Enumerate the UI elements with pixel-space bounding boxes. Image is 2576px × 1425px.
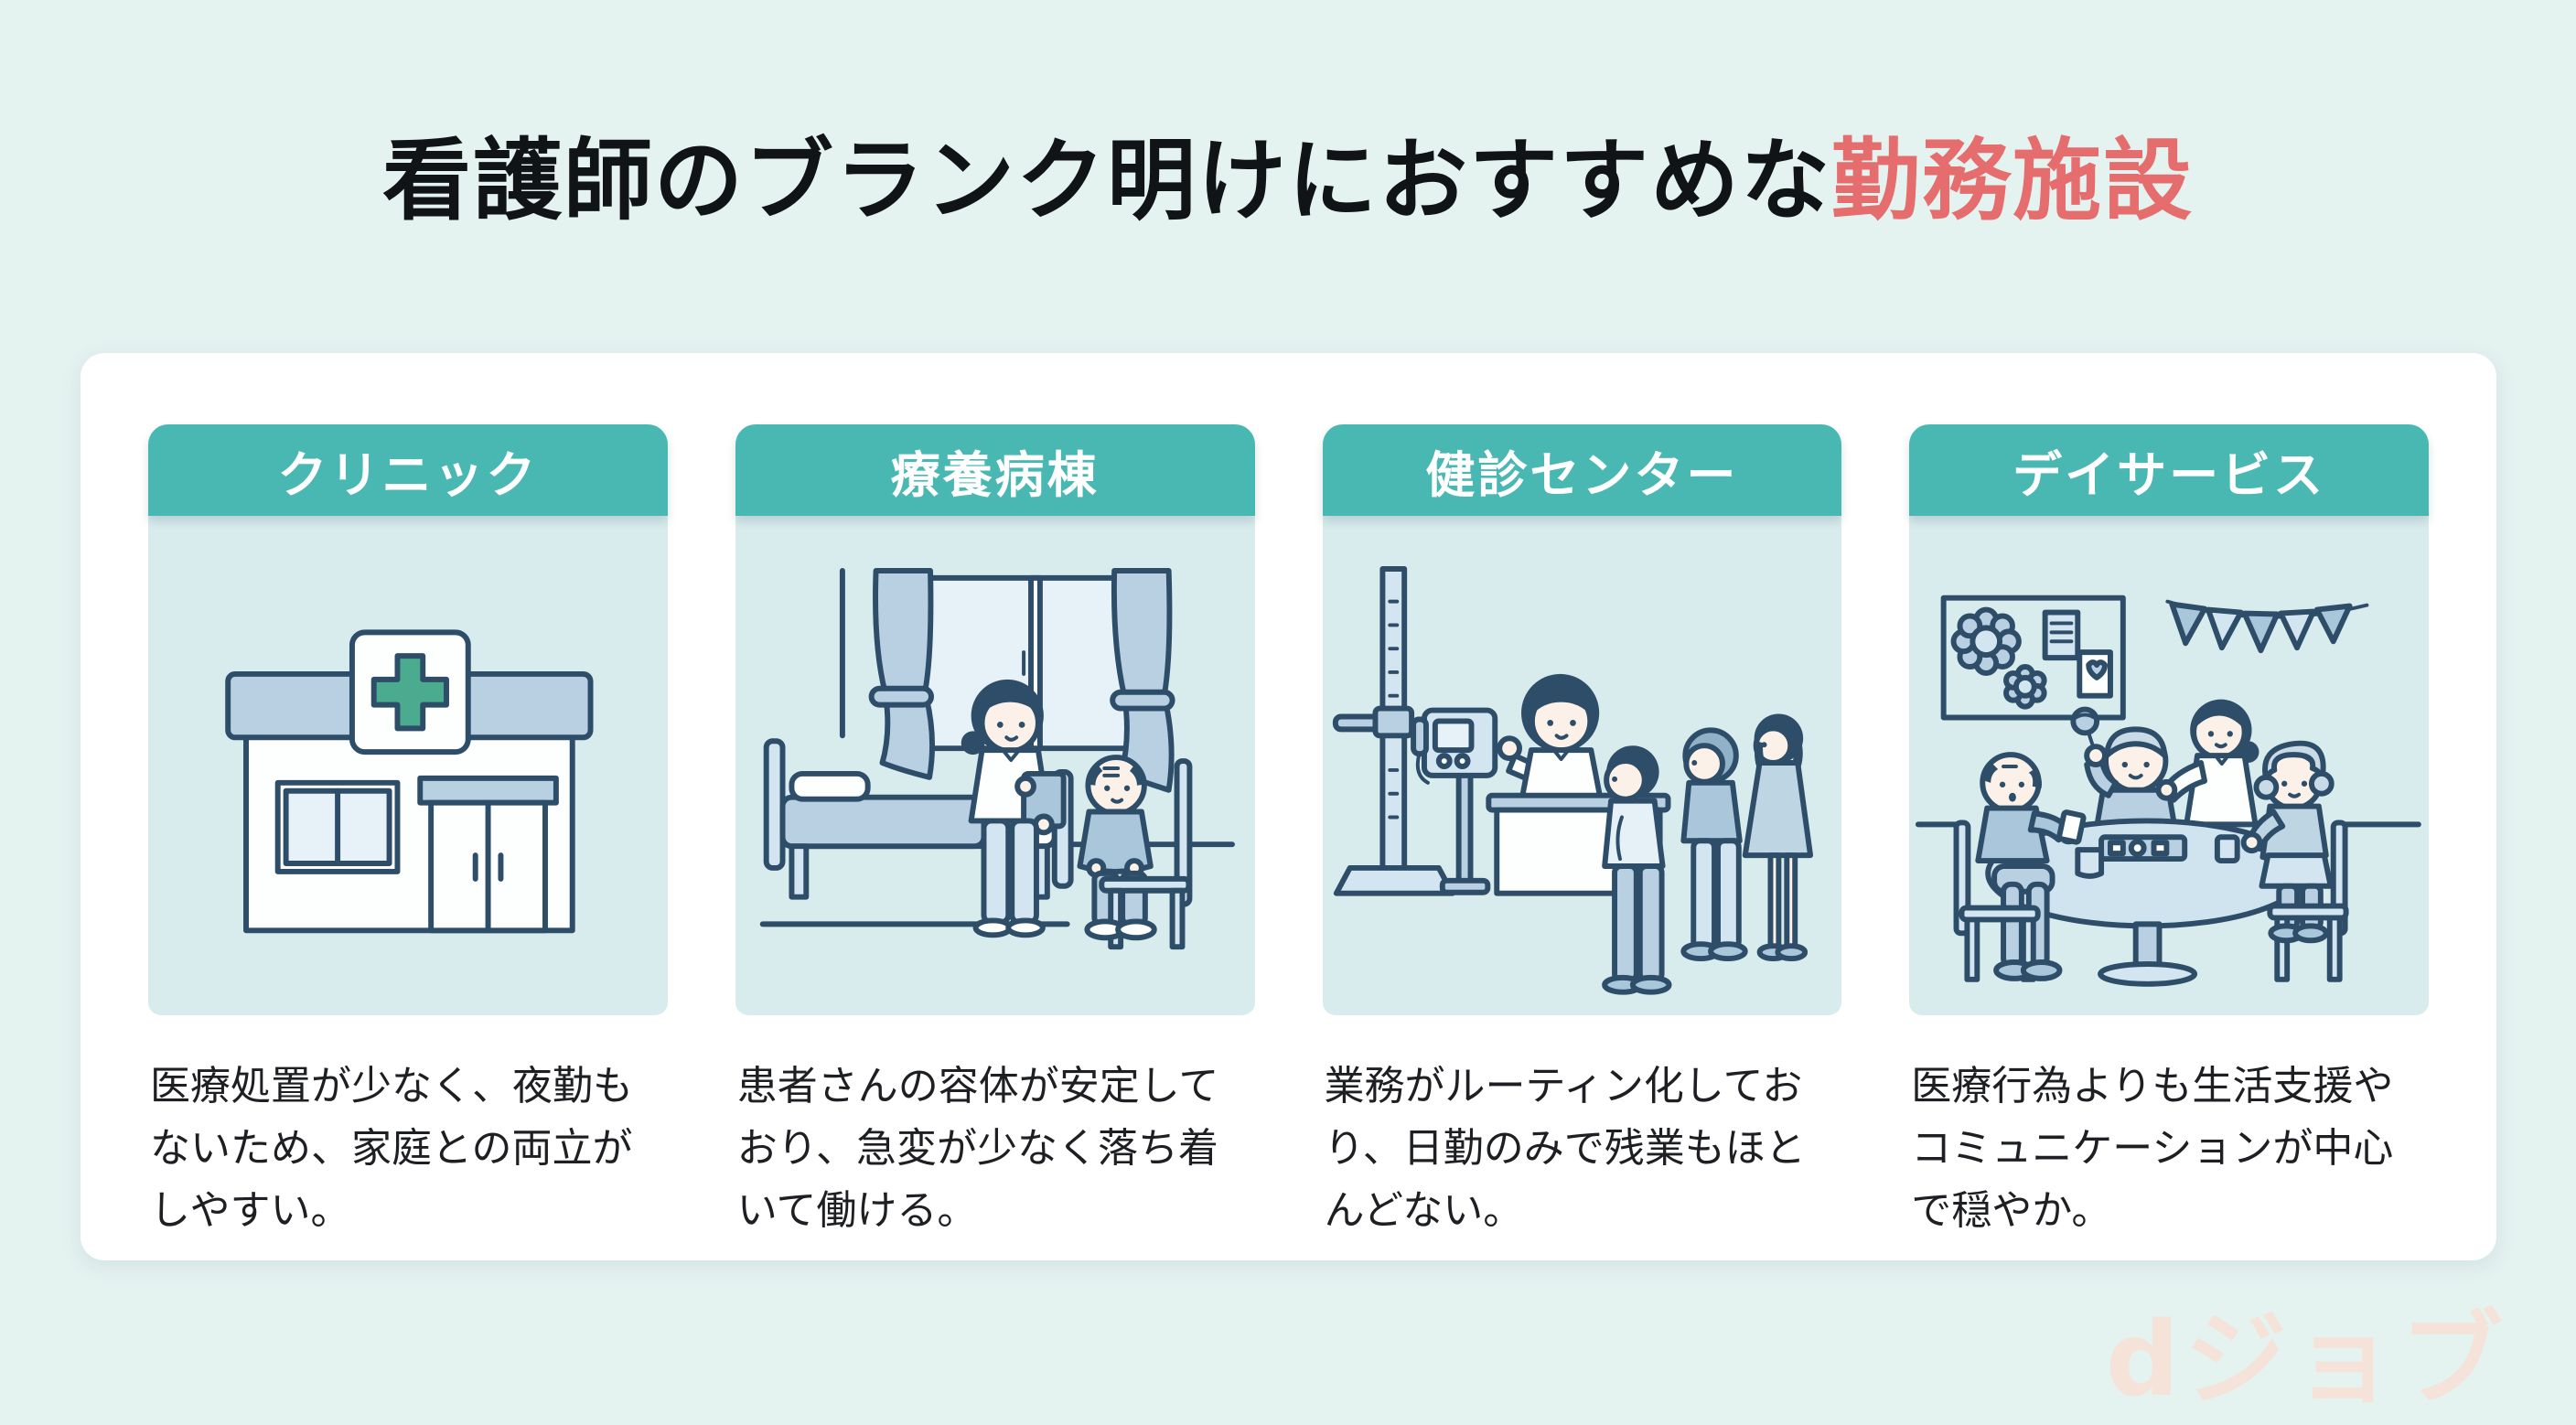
cup-left [2075,847,2105,879]
height-scale [1332,566,1455,896]
notice-paper-2 [2077,649,2114,699]
paper-flower-large [1950,606,2023,676]
page-title: 看護師のブランク明けにおすすめな勤務施設 [0,108,2576,237]
bunting-garland [2165,599,2369,654]
clinic-illustration-svg [225,629,594,934]
facility-card-clinic: クリニック [148,424,668,1260]
clinic-door [417,775,559,934]
facility-card-dayservice: デイサービス [1909,424,2429,1260]
paper-flower-small [2003,664,2047,710]
clinic-building [225,629,594,934]
curtains [868,567,1175,793]
clinic-illustration [148,516,668,1015]
page-title-highlight: 勤務施設 [1831,129,2194,232]
checkup-illustration-svg [1332,566,1813,995]
facility-card-ward: 療養病棟 [735,424,1255,1260]
card-title: デイサービス [2012,445,2326,504]
cards-panel: クリニック [80,353,2496,1260]
card-header-clinic: クリニック [148,424,668,516]
clinic-window [274,779,401,874]
queue-person-3 [1742,713,1813,962]
dayservice-illustration [1909,516,2429,1015]
checkup-illustration [1322,516,1842,1015]
staff-woman [2155,699,2259,828]
card-description-ward: 患者さんの容体が安定しており、急変が少なく落ち着いて働ける。 [736,1063,1219,1235]
ward-illustration-svg [759,567,1235,950]
card-title: 療養病棟 [890,445,1100,504]
cup-right [2215,834,2240,864]
card-header-ward: 療養病棟 [735,424,1255,516]
facility-card-checkup: 健診センター [1322,424,1842,1260]
card-description-checkup: 業務がルーティン化しており、日勤のみで残業もほとんどない。 [1324,1063,1806,1235]
green-cross-icon [370,653,449,732]
page-title-main: 看護師のブランク明けにおすすめな [382,129,1831,232]
round-table [1985,818,2309,987]
card-header-dayservice: デイサービス [1909,424,2429,516]
receptionist-nurse [1496,673,1603,800]
elderly-patient-figure [1077,755,1193,950]
notice-paper-1 [2042,609,2081,661]
brand-watermark: dジョブ [2105,1301,2508,1420]
blood-pressure-monitor [1410,707,1497,895]
card-title: 健診センター [1425,445,1739,504]
card-title: クリニック [277,445,539,504]
dayservice-illustration-svg [1916,595,2422,987]
bulletin-board [1940,595,2127,721]
seated-woman-right [2240,740,2349,982]
ward-illustration [735,516,1255,1015]
card-description-clinic: 医療処置が少なく、夜勤もないため、家庭との両立がしやすい。 [150,1063,633,1235]
card-description-dayservice: 医療行為よりも生活支援やコミュニケーションが中心で穏やか。 [1911,1063,2394,1235]
queue-person-1 [1601,745,1671,995]
card-header-checkup: 健診センター [1322,424,1842,516]
nurse-figure [961,679,1067,938]
seated-man-left [1953,752,2087,982]
queue-person-2 [1680,727,1748,962]
